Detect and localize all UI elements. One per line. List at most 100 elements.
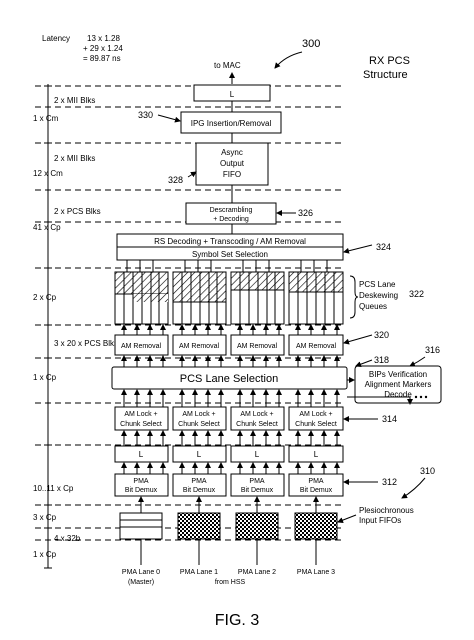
selection-to-am-removal-arrows [121,355,340,367]
am-lock-to-selection-arrows [121,389,413,407]
pma-demux-2-line2: Bit Demux [241,487,274,494]
to-mac-label: to MAC [214,61,241,70]
ref-310-arrow [401,477,426,499]
ref-320: 320 [374,330,389,340]
am-lock-3-line1: AM Lock + [240,411,273,418]
pma-demux-2-line1: PMA [249,478,265,485]
deskew-queue-group-1 [114,271,169,325]
plesio-line2: Input FIFOs [359,516,401,525]
rs-decoding-label: RS Decoding + Transcoding / AM Removal [154,237,306,246]
am-lock-2-line2: Chunk Select [178,421,220,428]
latency-line3: = 89.87 ns [83,54,121,63]
ref-314: 314 [382,414,397,424]
label-2-pcs-blks: 2 x PCS Blks [54,207,101,216]
pma-demux-0-line2: Bit Demux [125,487,158,494]
demux-to-l-arrows [121,462,340,474]
label-2-cp: 2 x Cp [33,293,57,302]
label-2-mii-blks: 2 x MII Blks [54,154,95,163]
label-1-cp: 1 x Cp [33,373,57,382]
latency-line1: 13 x 1.28 [87,34,120,43]
am-removal-box-4 [288,334,344,356]
am-lock-1-line2: Chunk Select [120,421,162,428]
am-lock-box-1 [114,406,169,431]
pma-demux-3-line1: PMA [308,478,324,485]
am-lock-1-line1: AM Lock + [124,411,157,418]
rx-pcs-title: RX PCS [369,55,410,67]
l-to-am-lock-arrows [121,430,340,446]
symbol-set-label: Symbol Set Selection [192,250,268,259]
bips-line2: Alignment Markers [365,380,432,389]
latency-label: Latency [42,34,70,43]
latency-line2: + 29 x 1.24 [83,44,123,53]
l-label-lane-0: L [139,450,144,459]
deskew-label-line1: PCS Lane [359,280,396,289]
deskew-queue-group-3 [230,271,285,325]
ref-316-arrow [409,356,426,367]
label-12-cm: 12 x Cm [33,169,63,178]
figure-caption: FIG. 3 [215,612,260,629]
label-3x20-pcs-blks: 3 x 20 x PCS Blks [54,339,118,348]
ipg-box [180,111,282,134]
pma-lane-0-line1: PMA Lane 0 [122,569,160,576]
l-label-lane-2: L [255,450,260,459]
am-removal-label-1: AM Removal [121,343,162,350]
plesio-line1: Plesiochronous [359,506,414,515]
am-lock-4-line1: AM Lock + [299,411,332,418]
pma-lane-0-line2: (Master) [128,579,154,586]
l-output-label: L [230,90,235,99]
bips-verification-box [354,365,442,404]
ref-330: 330 [138,110,153,120]
pma-demux-1-line2: Bit Demux [183,487,216,494]
label-41-cp: 41 x Cp [33,223,61,232]
l-box-lane-2 [230,445,285,463]
ref-316: 316 [425,345,440,355]
label-1-cp-bottom: 1 x Cp [33,550,57,559]
async-fifo-box [195,142,269,186]
bips-line1: BIPs Verification [369,370,427,379]
ref-310: 310 [420,466,435,476]
am-removal-box-2 [172,334,227,356]
label-4x32b: 4 x 32b [54,534,81,543]
symbol-to-queue-lines [126,260,328,272]
bips-dots [414,395,428,399]
l-box-lane-3 [288,445,344,463]
l-label-lane-1: L [197,450,202,459]
pcs-lane-selection-box [111,366,348,390]
ref-322: 322 [409,289,424,299]
rx-pcs-subtitle: Structure [363,69,408,81]
am-removal-box-3 [230,334,285,356]
async-fifo-line3: FIFO [223,170,241,179]
pma-demux-3-line2: Bit Demux [300,487,333,494]
am-lock-2-line1: AM Lock + [182,411,215,418]
pma-demux-1-line1: PMA [191,478,207,485]
descrambling-line2: + Decoding [213,216,249,223]
pma-lane-2-label: PMA Lane 2 [238,569,276,576]
am-lock-box-2 [172,406,227,431]
label-10-11-cp: 10..11 x Cp [33,484,74,493]
bips-line3: Decode [384,390,412,399]
label-3-cp: 3 x Cp [33,513,57,522]
am-removal-label-3: AM Removal [237,343,278,350]
async-fifo-line2: Output [220,159,245,168]
ref-328: 328 [168,175,183,185]
deskew-bracket [349,275,359,319]
symbol-set-box [116,246,344,261]
am-removal-label-4: AM Removal [296,343,337,350]
am-removal-box-1 [114,334,169,356]
ref-326: 326 [298,208,313,218]
descrambling-line1: Descrambling [210,207,253,214]
pma-lane-1-line2: from HSS [215,579,246,586]
l-box-lane-1 [172,445,227,463]
pma-lane-3-label: PMA Lane 3 [297,569,335,576]
input-fifos [119,496,338,565]
ref-312: 312 [382,477,397,487]
pcs-lane-selection-label: PCS Lane Selection [180,373,278,385]
left-timeline [44,84,52,569]
label-2-mii-blks-top: 2 x MII Blks [54,96,95,105]
ref-300: 300 [302,38,320,50]
am-lock-4-line2: Chunk Select [295,421,337,428]
label-1-cm: 1 x Cm [33,114,59,123]
pma-lane-1-line1: PMA Lane 1 [180,569,218,576]
l-label-lane-3: L [314,450,319,459]
